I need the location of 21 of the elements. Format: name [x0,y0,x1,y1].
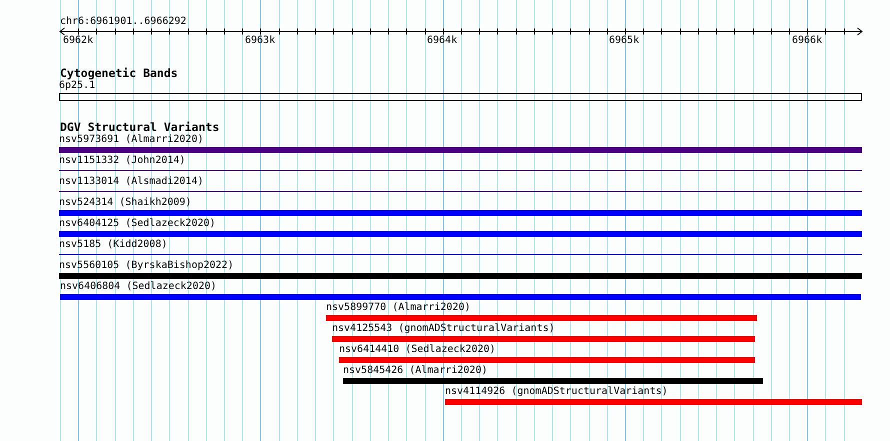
cytoband: 6p25.1 [59,80,862,101]
variant-bar: nsv5185 (Kidd2008) [59,239,862,255]
variant-bar: nsv1133014 (Alsmadi2014) [59,176,862,192]
variant-bar: nsv5899770 (Almarri2020) [326,302,757,321]
track-heading: DGV Structural Variants [60,121,220,134]
variant-bar: nsv4114926 (gnomADStructuralVariants) [445,386,862,405]
variant-bar: nsv6406804 (Sedlazeck2020) [60,281,861,300]
tick-label: 6965k [609,35,640,47]
tick-label: 6963k [245,35,276,47]
variant-bar: nsv6404125 (Sedlazeck2020) [59,218,862,237]
variant-bar: nsv6414410 (Sedlazeck2020) [339,344,755,363]
tick-label: 6966k [792,35,822,47]
variant-bar: nsv5560105 (ByrskaBishop2022) [59,260,862,279]
tick-label: 6962k [63,35,94,47]
variant-bar: nsv4125543 (gnomADStructuralVariants) [332,323,755,342]
tick-label: 6964k [427,35,458,47]
variant-bar: nsv524314 (Shaikh2009) [59,197,862,216]
coordinate-label: chr6:6961901..6966292 [60,16,186,28]
variant-bar: nsv1151332 (John2014) [59,155,862,171]
variant-bar: nsv5973691 (Almarri2020) [59,134,862,153]
variant-bar: nsv5845426 (Almarri2020) [343,365,763,384]
